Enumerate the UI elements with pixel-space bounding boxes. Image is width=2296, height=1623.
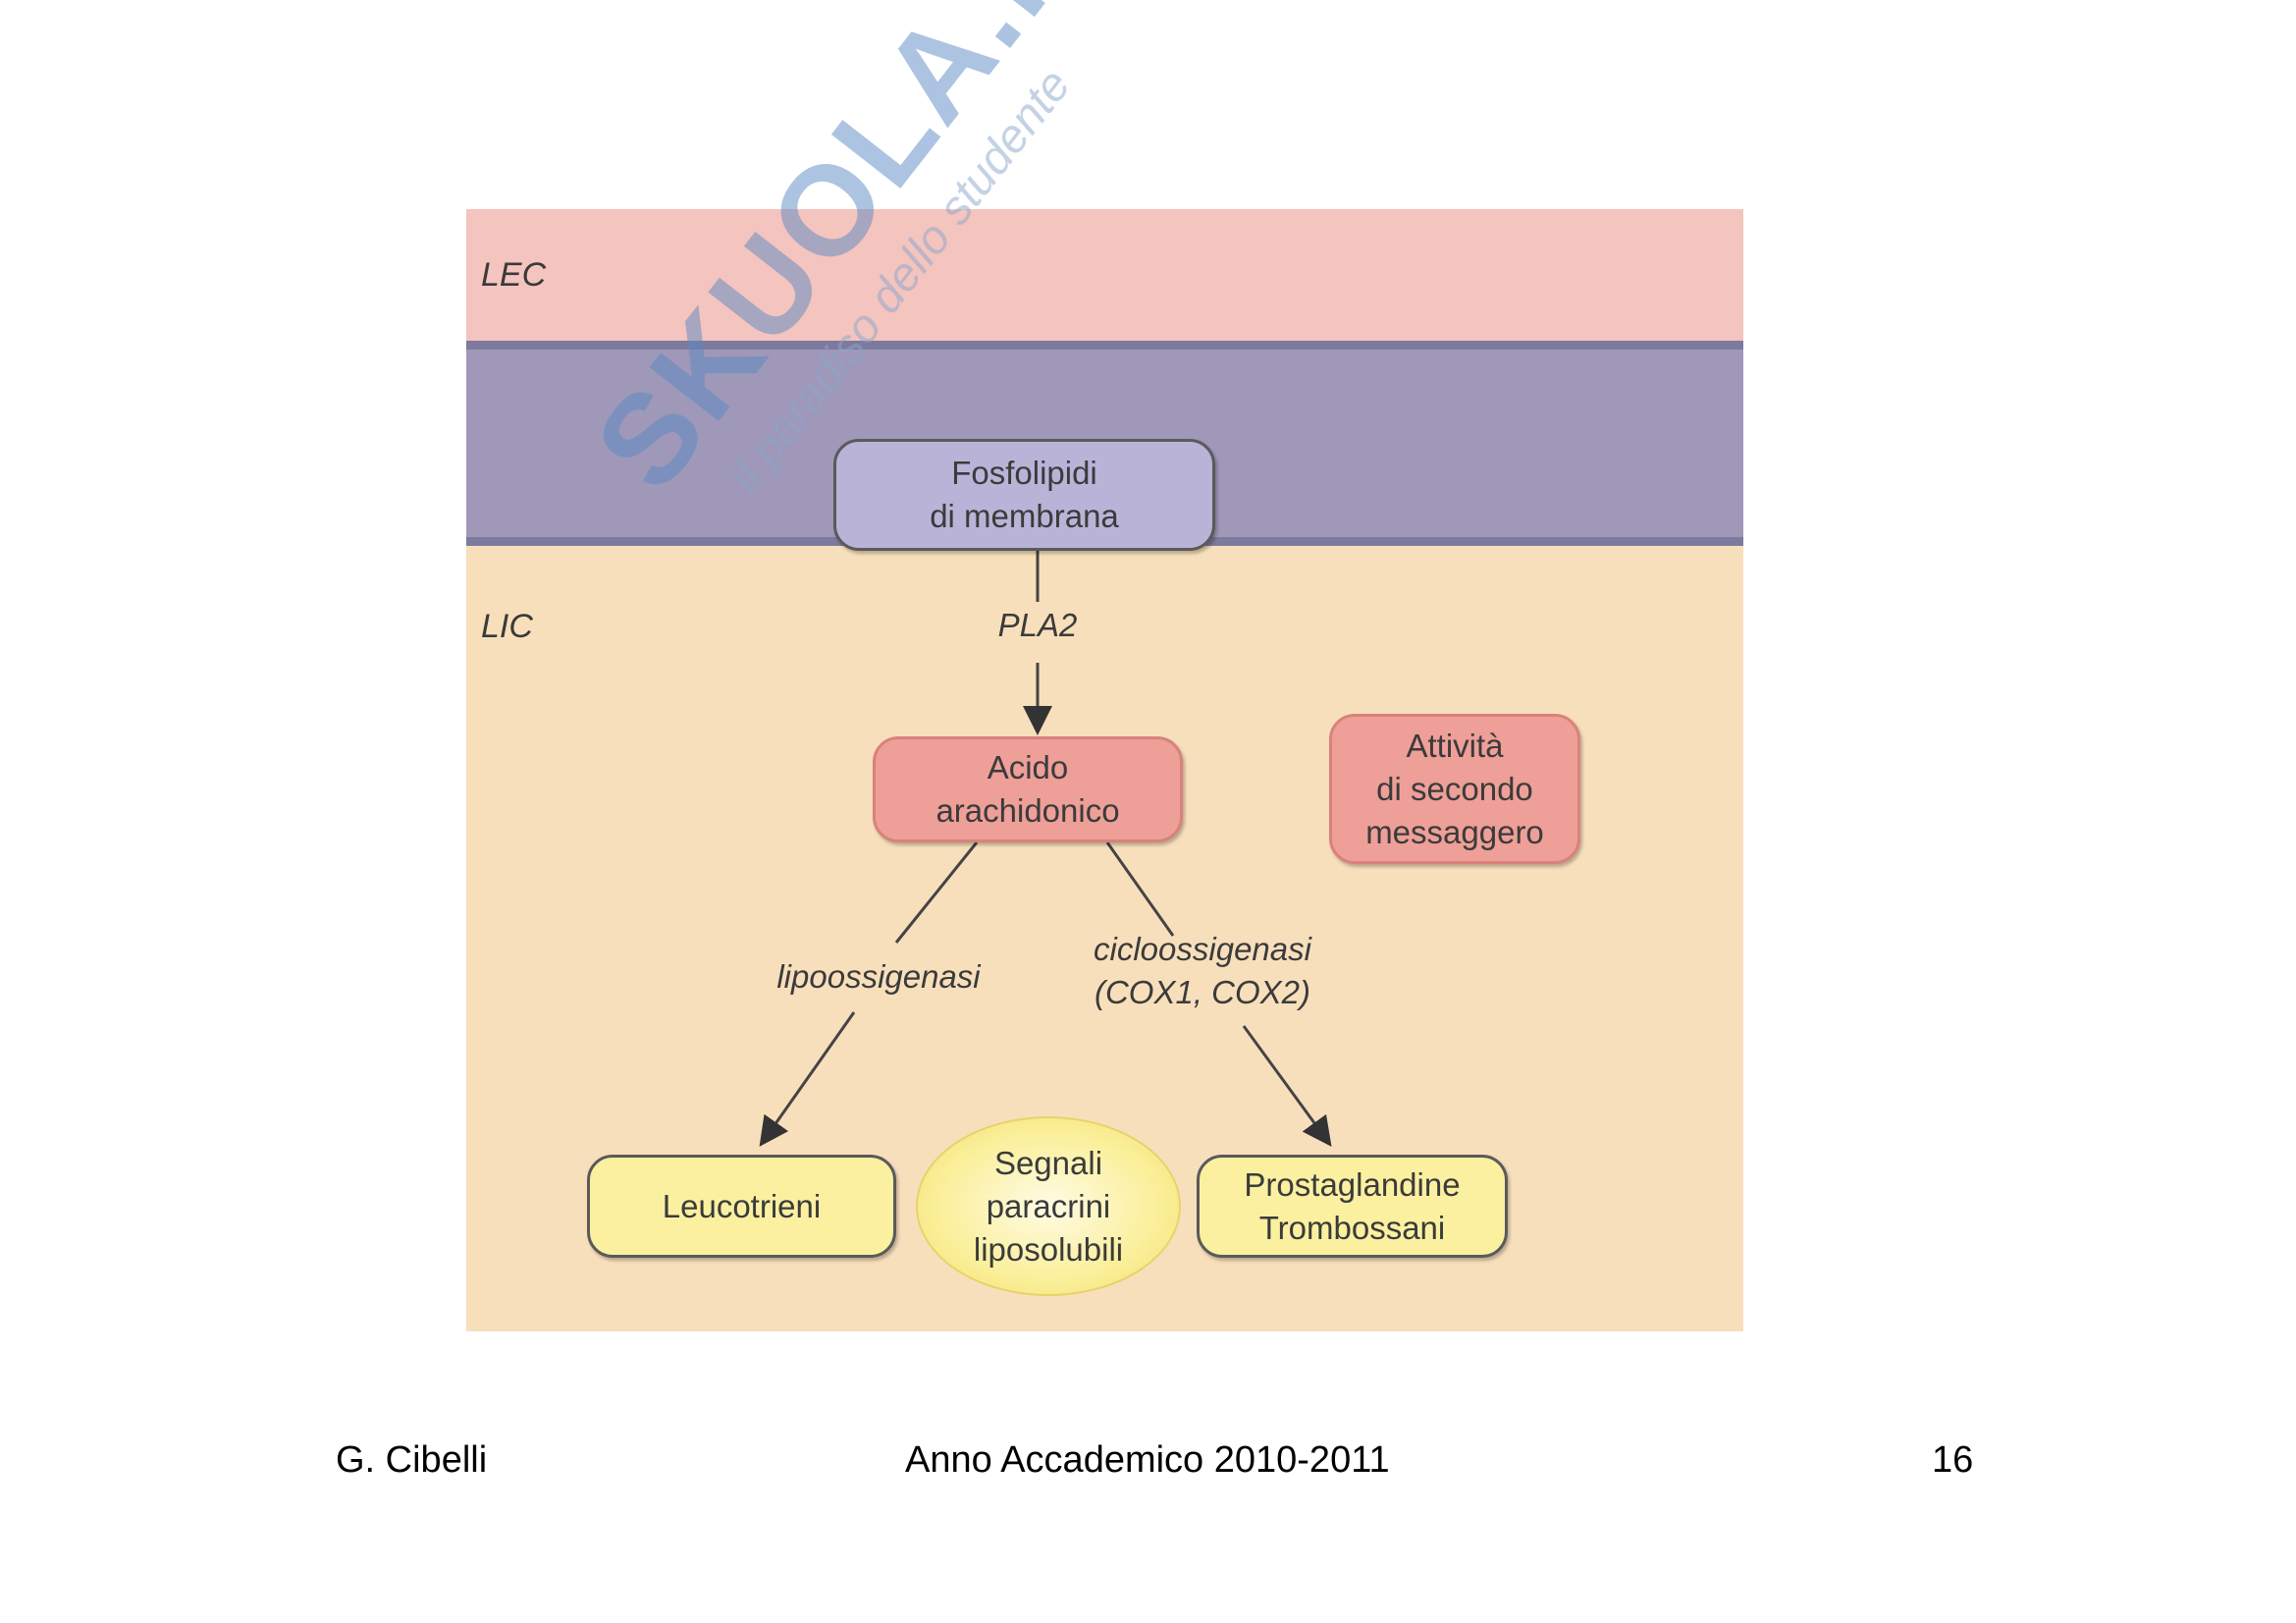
- leukotrienes-label: Leucotrieni: [662, 1187, 822, 1224]
- cyclooxygenase-label: cicloossigenasi (COX1, COX2): [1094, 931, 1311, 1010]
- phospholipids-label: Fosfolipidi di membrana: [930, 455, 1119, 534]
- extracellular-zone: [466, 209, 1743, 341]
- diagram-panel: LEC LIC Fosfolipidi di membrana PLA2 Aci…: [466, 209, 1743, 1331]
- second-messenger-label: Attività di secondo messaggero: [1365, 727, 1544, 850]
- arrow-cyclooxygenase-to-prostaglandins: [1242, 1025, 1332, 1147]
- second-messenger-node: Attività di secondo messaggero: [1329, 714, 1580, 864]
- lic-label: LIC: [481, 608, 533, 645]
- pla2-label: PLA2: [997, 607, 1078, 643]
- prostaglandins-label: Prostaglandine Trombossani: [1244, 1165, 1461, 1246]
- footer-academic-year: Anno Accademico 2010-2011: [905, 1439, 1390, 1481]
- arrow-lipoxygenase-to-leukotrienes: [759, 1011, 856, 1147]
- arachidonic-acid-node: Acido arachidonico: [873, 736, 1183, 842]
- arachidonic-acid-label: Acido arachidonico: [935, 749, 1120, 829]
- arrow-acid-to-lipoxygenase: [894, 841, 979, 944]
- arrow-acid-to-cyclooxygenase: [1105, 841, 1175, 937]
- paracrine-signals-label: Segnali paracrini liposolubili: [973, 1144, 1124, 1268]
- footer-page-number: 16: [1932, 1439, 1974, 1481]
- lec-label: LEC: [481, 256, 547, 294]
- lipoxygenase-label: lipoossigenasi: [776, 958, 981, 995]
- leukotrienes-node: Leucotrieni: [587, 1155, 896, 1258]
- phospholipids-node: Fosfolipidi di membrana: [833, 439, 1215, 551]
- prostaglandins-node: Prostaglandine Trombossani: [1197, 1155, 1508, 1258]
- footer-author: G. Cibelli: [336, 1439, 488, 1481]
- paracrine-signals-node: Segnali paracrini liposolubili: [916, 1116, 1181, 1296]
